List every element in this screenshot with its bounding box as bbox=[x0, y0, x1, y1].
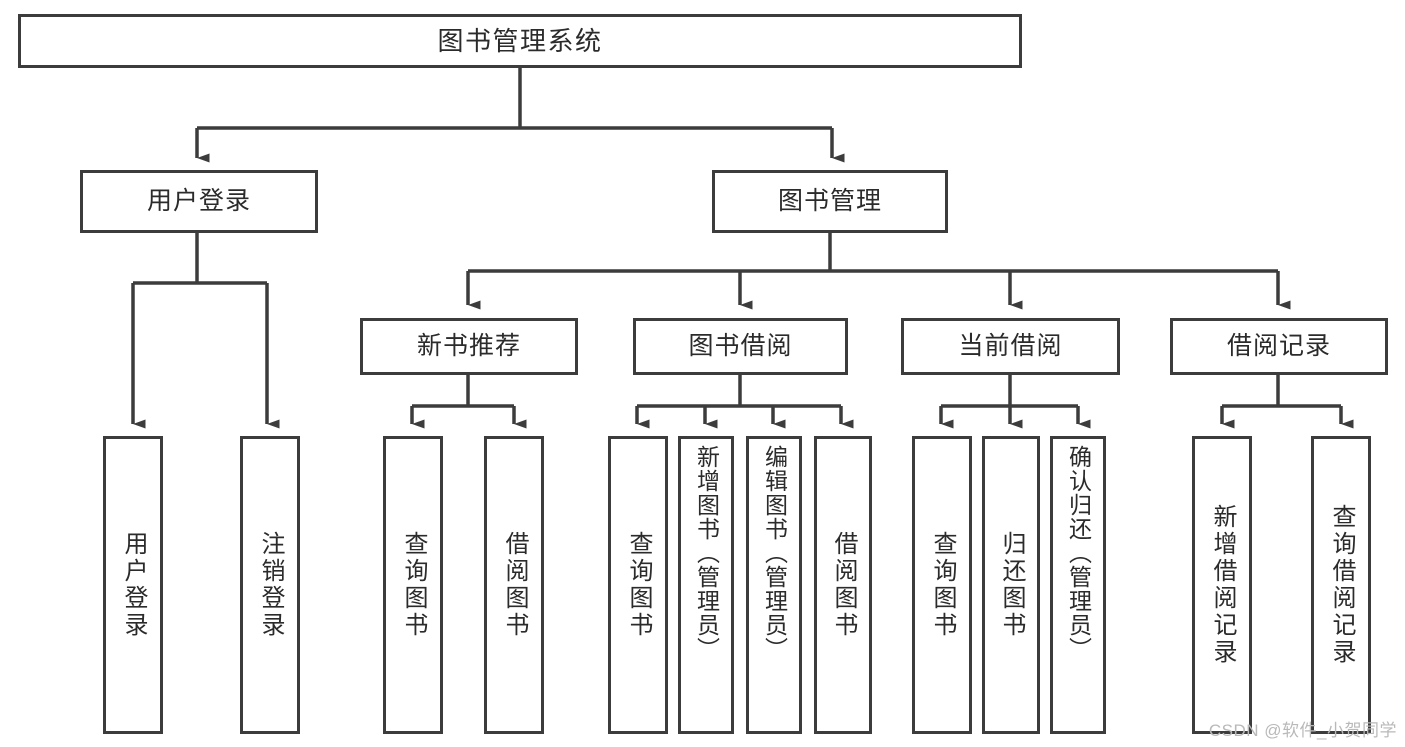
node-book-management[interactable]: 图书管理 bbox=[712, 170, 948, 233]
leaf-borrow-query-book[interactable]: 查询图书 bbox=[608, 436, 668, 734]
leaf-borrow-add-book-admin[interactable]: 新增图书（管理员） bbox=[678, 436, 734, 734]
node-label: 查询图书 bbox=[929, 531, 956, 639]
node-label: 图书管理系统 bbox=[437, 25, 603, 56]
node-label: 用户登录 bbox=[146, 187, 251, 215]
node-label: 新增借阅记录 bbox=[1209, 504, 1236, 666]
node-current-borrow[interactable]: 当前借阅 bbox=[901, 318, 1120, 375]
leaf-record-add-record[interactable]: 新增借阅记录 bbox=[1192, 436, 1252, 734]
node-label: 查询图书 bbox=[625, 531, 652, 639]
node-borrow-record[interactable]: 借阅记录 bbox=[1170, 318, 1388, 375]
leaf-current-return-book[interactable]: 归还图书 bbox=[982, 436, 1040, 734]
leaf-user-login-signin[interactable]: 用户登录 bbox=[103, 436, 163, 734]
node-label: 用户登录 bbox=[120, 531, 147, 639]
node-label: 借阅记录 bbox=[1226, 332, 1331, 360]
node-label: 借阅图书 bbox=[830, 531, 857, 639]
node-book-borrow[interactable]: 图书借阅 bbox=[633, 318, 848, 375]
node-label: 当前借阅 bbox=[958, 332, 1063, 360]
leaf-current-query-book[interactable]: 查询图书 bbox=[912, 436, 972, 734]
node-label: 查询图书 bbox=[400, 531, 427, 639]
node-root-system[interactable]: 图书管理系统 bbox=[18, 14, 1022, 68]
node-label: 图书借阅 bbox=[688, 332, 793, 360]
node-label: 新书推荐 bbox=[416, 332, 521, 360]
node-label: 确认归还（管理员） bbox=[1065, 445, 1092, 661]
node-label: 新增图书（管理员） bbox=[693, 445, 720, 661]
node-label: 归还图书 bbox=[998, 531, 1025, 639]
leaf-user-login-signout[interactable]: 注销登录 bbox=[240, 436, 300, 734]
node-label: 图书管理 bbox=[777, 187, 882, 215]
leaf-current-confirm-return-admin[interactable]: 确认归还（管理员） bbox=[1050, 436, 1106, 734]
node-user-login[interactable]: 用户登录 bbox=[80, 170, 318, 233]
node-label: 查询借阅记录 bbox=[1328, 504, 1355, 666]
node-label: 注销登录 bbox=[257, 531, 284, 639]
node-label: 借阅图书 bbox=[501, 531, 528, 639]
leaf-borrow-edit-book-admin[interactable]: 编辑图书（管理员） bbox=[746, 436, 802, 734]
leaf-borrow-borrow-book[interactable]: 借阅图书 bbox=[814, 436, 872, 734]
csdn-watermark: CSDN @软件_小贺同学 bbox=[1208, 721, 1397, 740]
leaf-recommend-borrow-book[interactable]: 借阅图书 bbox=[484, 436, 544, 734]
node-new-book-recommend[interactable]: 新书推荐 bbox=[360, 318, 578, 375]
leaf-record-query-record[interactable]: 查询借阅记录 bbox=[1311, 436, 1371, 734]
leaf-recommend-query-book[interactable]: 查询图书 bbox=[383, 436, 443, 734]
node-label: 编辑图书（管理员） bbox=[761, 445, 788, 661]
